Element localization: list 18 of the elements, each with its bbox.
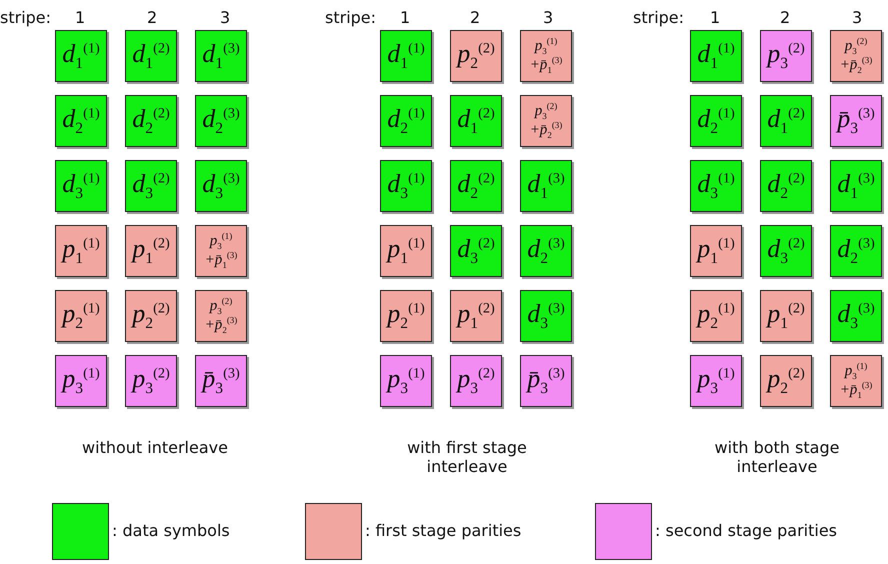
column-number: 3 — [543, 8, 554, 27]
caption: without interleave — [81, 438, 229, 457]
column-number: 2 — [147, 8, 158, 27]
stripe-label: stripe: — [325, 8, 376, 27]
column-number: 2 — [780, 8, 790, 27]
legend-label: : data symbols — [112, 521, 230, 540]
legend-label: : first stage parities — [365, 521, 522, 540]
caption: with both stage interleave — [714, 438, 840, 476]
stripe-label: stripe: — [0, 8, 52, 27]
column-number: 3 — [220, 8, 230, 27]
column-number: 1 — [400, 8, 410, 27]
column-number: 1 — [710, 8, 720, 27]
legend-label: : second stage parities — [655, 521, 838, 540]
column-number: 2 — [470, 8, 480, 27]
column-number: 1 — [75, 8, 86, 27]
column-number: 3 — [852, 8, 862, 27]
caption: with first stage interleave — [406, 438, 528, 476]
stripe-label: stripe: — [633, 8, 684, 27]
